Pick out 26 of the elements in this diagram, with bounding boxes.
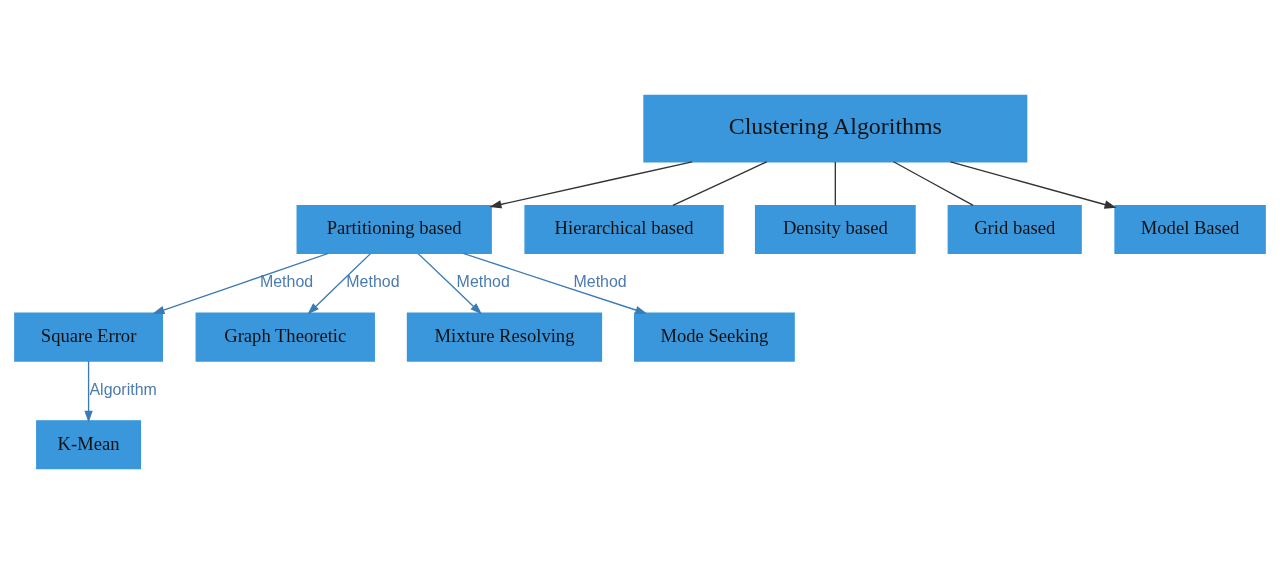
edge-label: Algorithm	[89, 381, 157, 399]
arrow	[307, 252, 372, 315]
arrow	[949, 161, 1117, 209]
node-box: Hierarchical based	[524, 204, 724, 255]
node-box: Mixture Resolving	[406, 312, 603, 362]
arrow	[489, 161, 693, 209]
node-box: Square Error	[14, 312, 163, 362]
arrow	[152, 252, 329, 314]
edge-label: Method	[573, 273, 627, 291]
edge-label: Method	[259, 273, 314, 291]
arrow	[84, 360, 93, 423]
node-box: Graph Theoretic	[195, 312, 375, 362]
node-box: Clustering Algorithms	[643, 94, 1028, 163]
arrow	[417, 252, 483, 315]
connector	[834, 161, 836, 206]
node-box: K-Mean	[36, 420, 142, 470]
node-box: Density based	[754, 204, 916, 255]
node-box: Grid based	[947, 204, 1082, 255]
connector	[672, 161, 768, 207]
connector	[892, 161, 974, 207]
edge-label: Method	[346, 273, 400, 291]
edge-label: Method	[456, 273, 510, 291]
node-box: Model Based	[1114, 204, 1266, 255]
node-box: Mode Seeking	[634, 312, 795, 362]
node-box: Partitioning based	[296, 204, 492, 255]
arrow	[462, 252, 648, 315]
